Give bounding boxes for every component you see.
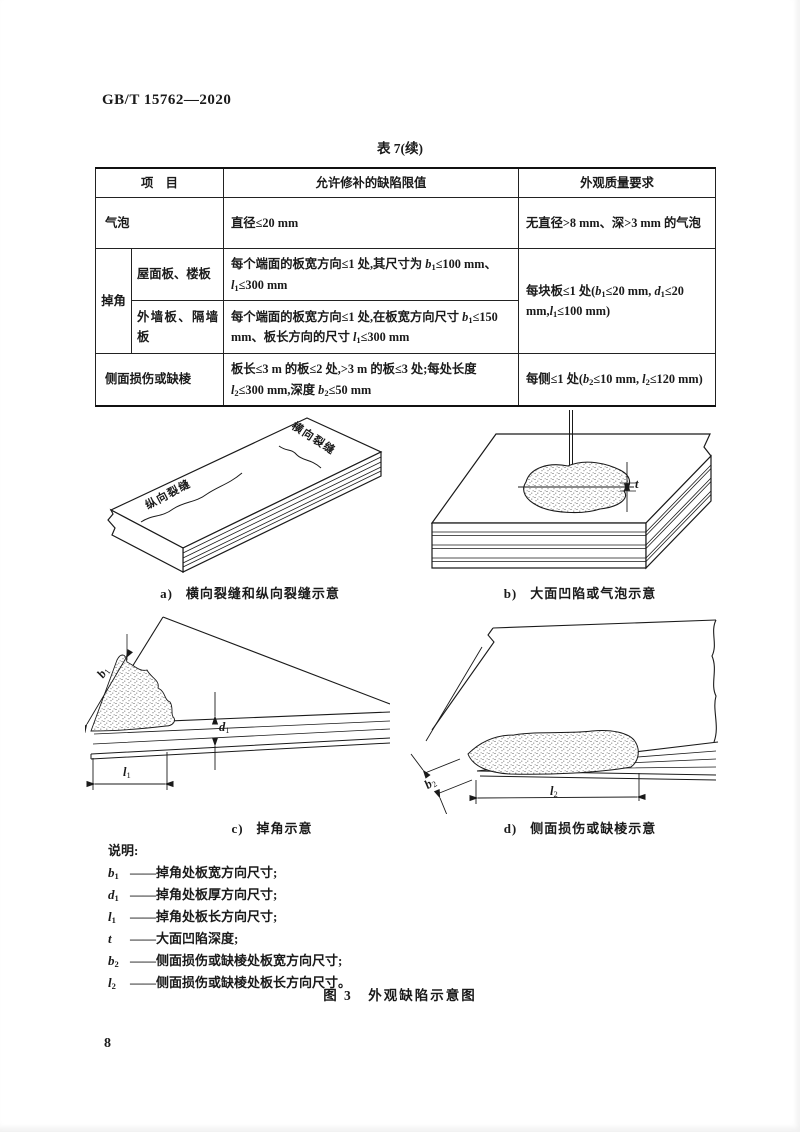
dim-d1-label: d1 xyxy=(219,720,230,735)
plate-drawing xyxy=(430,410,712,570)
dim-t-label: t xyxy=(635,477,639,491)
corner-drawing xyxy=(85,616,390,790)
figure-c-title: 掉角示意 xyxy=(256,821,313,836)
legend-desc: ——侧面损伤或缺棱处板长方向尺寸。 xyxy=(130,975,352,990)
cell-requirement: 每侧≤1 处(b2≤10 mm, l2≤120 mm) xyxy=(518,353,716,407)
cell-requirement: 每块板≤1 处(b1≤20 mm, d1≤20 mm,l1≤100 mm) xyxy=(518,248,716,354)
figure-c-corner-diagram: b1 d1 l1 xyxy=(85,612,390,808)
legend-symbol: d1 xyxy=(108,887,119,903)
legend-item: b1 ——掉角处板宽方向尺寸; xyxy=(108,862,351,884)
legend-title: 说明: xyxy=(108,843,139,858)
side-damage-drawing xyxy=(410,619,719,814)
legend-desc: ——大面凹陷深度; xyxy=(130,931,239,946)
legend-item: l2 ——侧面损伤或缺棱处板长方向尺寸。 xyxy=(108,972,351,994)
figure-d-caption: d) 侧面损伤或缺棱示意 xyxy=(430,818,730,837)
figure-d-title: 侧面损伤或缺棱示意 xyxy=(530,821,657,836)
legend-item: t ——大面凹陷深度; xyxy=(108,928,351,950)
legend-symbol: b1 xyxy=(108,865,119,881)
figure-b-prefix: b) xyxy=(503,586,518,601)
figure-c-prefix: c) xyxy=(231,821,244,836)
legend-desc: ——掉角处板宽方向尺寸; xyxy=(130,865,278,880)
dim-l2-label: l2 xyxy=(550,784,558,799)
row-sublabel: 外墙板、隔墙板 xyxy=(131,300,224,354)
standard-code: GB/T 15762—2020 xyxy=(102,92,232,108)
cell-limit: 每个端面的板宽方向≤1 处,在板宽方向尺寸 b1≤150 mm、板长方向的尺寸 … xyxy=(223,300,519,354)
table-row: 侧面损伤或缺棱 板长≤3 m 的板≤2 处,>3 m 的板≤3 处;每处长度 l… xyxy=(95,353,716,407)
col-header-item: 项 目 xyxy=(95,167,224,198)
legend-item: b2 ——侧面损伤或缺棱处板宽方向尺寸; xyxy=(108,950,351,972)
figure-a-title: 横向裂缝和纵向裂缝示意 xyxy=(185,586,340,601)
cell-requirement: 无直径>8 mm、深>3 mm 的气泡 xyxy=(518,197,716,249)
legend-item: d1 ——掉角处板厚方向尺寸; xyxy=(108,884,351,906)
cell-limit: 直径≤20 mm xyxy=(223,197,519,249)
slab-drawing xyxy=(107,417,383,573)
figure-d-side-damage-diagram: b2 l2 xyxy=(398,602,730,814)
figure-a-prefix: a) xyxy=(160,586,173,601)
legend-symbol: b2 xyxy=(108,953,119,969)
figure-3-caption: 图 3 外观缺陷示意图 xyxy=(323,988,477,1003)
figure-d-prefix: d) xyxy=(503,821,518,836)
defect-limits-table: 项 目 允许修补的缺陷限值 外观质量要求 气泡 直径≤20 mm 无直径>8 m… xyxy=(95,167,716,407)
table-header-row: 项 目 允许修补的缺陷限值 外观质量要求 xyxy=(95,167,716,198)
col-header-requirement: 外观质量要求 xyxy=(518,167,716,198)
row-label: 侧面损伤或缺棱 xyxy=(95,353,224,407)
figure-b-caption: b) 大面凹陷或气泡示意 xyxy=(430,583,730,602)
page-number: 8 xyxy=(104,1036,111,1051)
cell-limit: 每个端面的板宽方向≤1 处,其尺寸为 b1≤100 mm、l1≤300 mm xyxy=(223,248,519,301)
figure-c-caption: c) 掉角示意 xyxy=(122,818,422,837)
dim-l1-label: l1 xyxy=(123,765,131,780)
figure-b-depression-diagram: t xyxy=(420,406,720,578)
legend-desc: ——掉角处板长方向尺寸; xyxy=(130,909,278,924)
legend-desc: ——掉角处板厚方向尺寸; xyxy=(130,887,278,902)
legend-symbol: l1 xyxy=(108,909,116,925)
row-label: 气泡 xyxy=(95,197,224,249)
figure-a-caption: a) 横向裂缝和纵向裂缝示意 xyxy=(100,583,400,602)
table-row: 气泡 直径≤20 mm 无直径>8 mm、深>3 mm 的气泡 xyxy=(95,197,716,249)
table-title: 表 7(续) xyxy=(376,141,424,156)
legend-symbol: l2 xyxy=(108,975,116,991)
figure-b-title: 大面凹陷或气泡示意 xyxy=(530,586,657,601)
cell-limit: 板长≤3 m 的板≤2 处,>3 m 的板≤3 处;每处长度 l2≤300 mm… xyxy=(223,353,519,407)
figure-a-crack-diagram: 纵向裂缝 横向裂缝 xyxy=(95,406,395,578)
table-row: 掉角 屋面板、楼板 每个端面的板宽方向≤1 处,其尺寸为 b1≤100 mm、l… xyxy=(95,248,716,354)
row-label: 掉角 xyxy=(95,248,132,354)
legend: 说明: b1 ——掉角处板宽方向尺寸; d1 ——掉角处板厚方向尺寸; l1 ——掉角… xyxy=(108,840,351,994)
legend-symbol: t xyxy=(108,931,112,946)
legend-desc: ——侧面损伤或缺棱处板宽方向尺寸; xyxy=(130,953,343,968)
col-header-limit: 允许修补的缺陷限值 xyxy=(223,167,519,198)
legend-item: l1 ——掉角处板长方向尺寸; xyxy=(108,906,351,928)
table-row: 外墙板、隔墙板 每个端面的板宽方向≤1 处,在板宽方向尺寸 b1≤150 mm、… xyxy=(96,300,716,354)
row-sublabel: 屋面板、楼板 xyxy=(131,248,224,301)
